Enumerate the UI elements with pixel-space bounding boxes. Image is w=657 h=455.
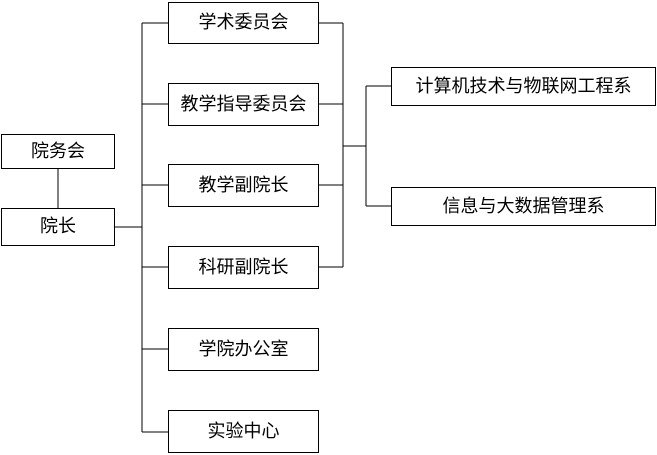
node-lab-center-label: 实验中心 <box>207 420 280 442</box>
node-council: 院务会 <box>1 134 115 169</box>
node-vice-dean-teaching: 教学副院长 <box>168 164 319 207</box>
node-lab-center: 实验中心 <box>168 410 319 453</box>
node-dean: 院长 <box>1 208 115 246</box>
node-dept-computer-iot: 计算机技术与物联网工程系 <box>391 67 656 106</box>
node-vice-dean-research: 科研副院长 <box>168 246 319 289</box>
node-vice-dean-research-label: 科研副院长 <box>198 256 289 278</box>
node-council-label: 院务会 <box>31 140 85 162</box>
node-academic-committee-label: 学术委员会 <box>198 12 289 33</box>
node-teaching-guidance-committee: 教学指导委员会 <box>168 83 319 126</box>
node-vice-dean-teaching-label: 教学副院长 <box>198 174 289 196</box>
node-dept-info-bigdata-label: 信息与大数据管理系 <box>442 195 605 217</box>
node-dept-computer-iot-label: 计算机技术与物联网工程系 <box>415 75 632 97</box>
node-academic-committee: 学术委员会 <box>168 2 319 44</box>
node-college-office-label: 学院办公室 <box>198 338 289 360</box>
node-teaching-guidance-committee-label: 教学指导委员会 <box>180 93 307 115</box>
node-college-office: 学院办公室 <box>168 328 319 371</box>
node-dean-label: 院长 <box>40 216 76 237</box>
node-dept-info-bigdata: 信息与大数据管理系 <box>391 187 656 226</box>
